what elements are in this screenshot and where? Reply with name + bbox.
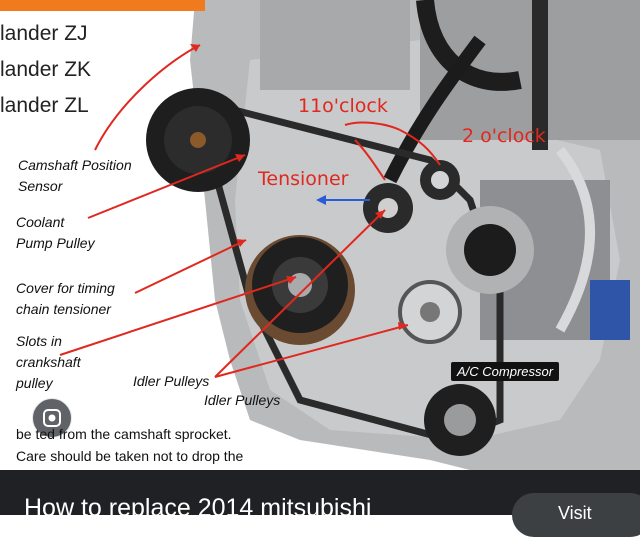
visit-button[interactable]: Visit xyxy=(512,493,640,537)
idler-label-1: Idler Pulleys xyxy=(133,373,210,389)
slots-label-line1: Slots in xyxy=(16,333,62,349)
cover-label-line1: Cover for timing xyxy=(16,280,115,296)
ac-compressor-label: A/C Compressor xyxy=(451,362,560,381)
cover-label-line2: chain tensioner xyxy=(16,301,111,317)
engine-photo xyxy=(59,0,640,470)
coolant-label-line1: Coolant xyxy=(16,214,65,230)
coolant-label: Coolant Pump Pulley xyxy=(16,212,95,254)
model-line-3: lander ZL xyxy=(0,94,89,117)
annotation-tensioner: Tensioner xyxy=(258,168,349,190)
camshaft-label: Camshaft Position Sensor xyxy=(18,155,132,197)
article-line-1: be ted from the camshaft sprocket. xyxy=(16,426,232,442)
model-line-1: lander ZJ xyxy=(0,22,88,45)
google-lens-icon[interactable] xyxy=(32,398,72,438)
camshaft-label-line1: Camshaft Position xyxy=(18,157,132,173)
slots-label-line3: pulley xyxy=(16,375,53,391)
cover-label: Cover for timing chain tensioner xyxy=(16,278,115,320)
slots-label: Slots in crankshaft pulley xyxy=(16,331,81,394)
annotation-2-oclock: 2 o'clock xyxy=(462,125,546,147)
model-line-2: lander ZK xyxy=(0,58,92,81)
idler-label-2: Idler Pulleys xyxy=(204,392,281,408)
annotation-11-oclock: 11o'clock xyxy=(298,95,388,117)
accent-bar xyxy=(0,0,205,11)
slots-label-line2: crankshaft xyxy=(16,354,81,370)
result-title[interactable]: How to replace 2014 mitsubishi xyxy=(24,494,372,515)
coolant-label-line2: Pump Pulley xyxy=(16,235,95,251)
camshaft-label-line2: Sensor xyxy=(18,178,63,194)
article-line-2: Care should be taken not to drop the xyxy=(16,448,244,464)
